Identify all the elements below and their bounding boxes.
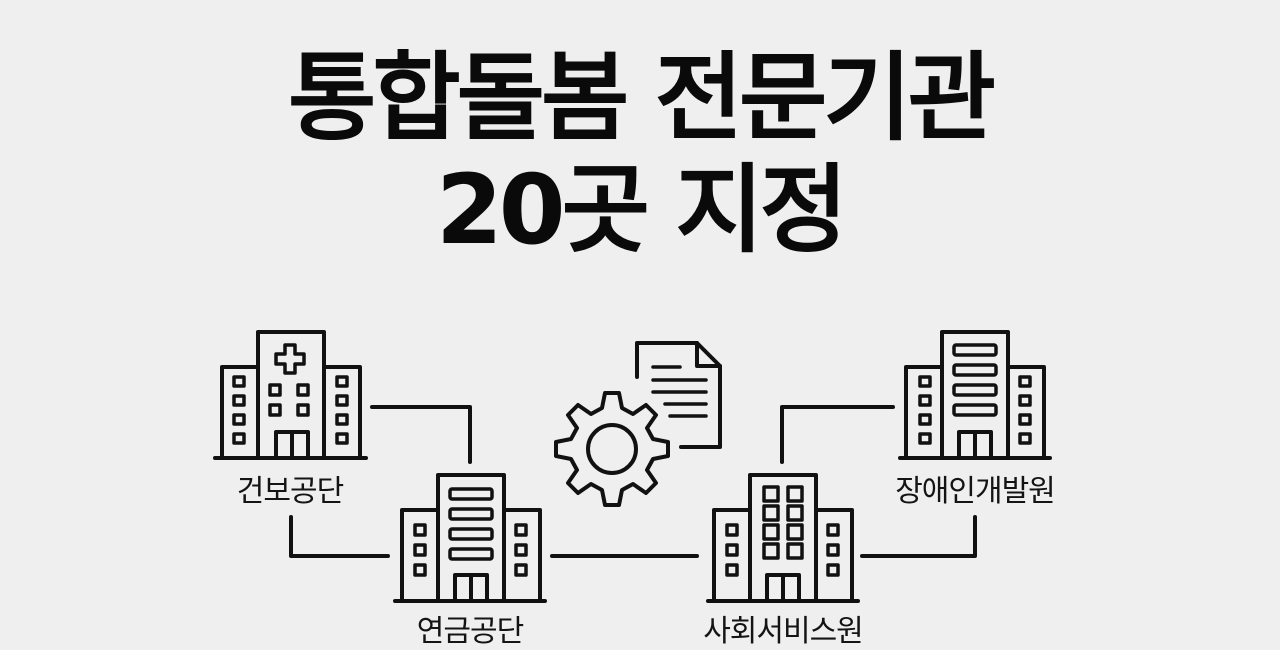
office-building-icon — [898, 330, 1052, 460]
gear-icon — [554, 391, 670, 507]
org-label-social-service-institute: 사회서비스원 — [703, 614, 864, 649]
page-title: 통합돌봄 전문기관 20곳 지정 — [0, 42, 1280, 266]
org-label-nps: 연금공단 — [416, 614, 524, 649]
hospital-building-icon — [213, 330, 368, 460]
office-building-icon — [393, 473, 547, 603]
title-line-2: 20곳 지정 — [436, 154, 848, 266]
document-icon — [635, 341, 722, 449]
office-building-icon — [706, 473, 860, 603]
connector-lines — [289, 405, 977, 558]
org-label-nhis: 건보공단 — [236, 474, 344, 509]
org-label-disability-development-institute: 장애인개발원 — [895, 474, 1056, 509]
title-line-1: 통합돌봄 전문기관 — [288, 42, 996, 154]
